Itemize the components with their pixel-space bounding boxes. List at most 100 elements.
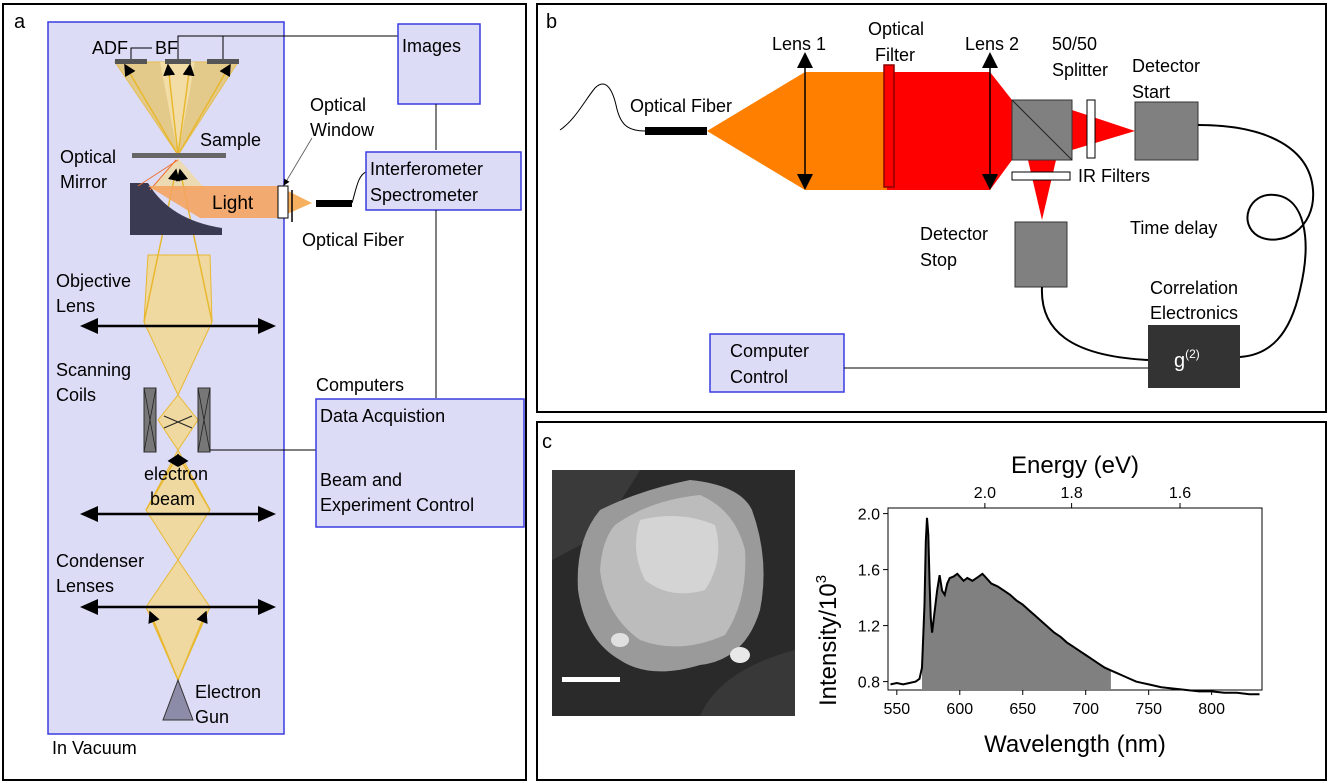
spectrometer-box <box>365 151 522 211</box>
red-beam-stop <box>1028 160 1056 220</box>
x-axis-label: Wavelength (nm) <box>984 731 1166 758</box>
stem-image <box>552 470 795 716</box>
computers-box-line-1: Data Acquistion <box>320 406 445 426</box>
red-beam-start <box>1072 110 1135 150</box>
adf-detector-right <box>207 59 239 64</box>
x-tick-label: 550 <box>883 701 910 718</box>
detector-stop-label-1: Detector <box>920 224 988 244</box>
scanning-coils-label-1: Scanning <box>56 360 131 380</box>
y-tick-label: 2.0 <box>858 507 880 524</box>
lens-2-label: Lens 2 <box>965 34 1019 54</box>
in-vacuum-label: In Vacuum <box>52 738 137 758</box>
light-label: Light <box>212 193 254 214</box>
optical-fiber-a <box>316 200 352 207</box>
optical-window <box>277 185 289 219</box>
stop-cable <box>1040 286 1149 361</box>
detector-stop <box>1014 221 1068 288</box>
electron-beam-label-1: electron <box>144 464 208 484</box>
x-tick-label: 750 <box>1135 701 1162 718</box>
y-tick-label: 0.8 <box>858 675 880 692</box>
adf-label: ADF <box>92 38 128 58</box>
optical-fiber-b-label: Optical Fiber <box>630 96 732 116</box>
ir-filter-start <box>1086 99 1096 159</box>
detector-start-label-2: Start <box>1132 82 1170 102</box>
objective-lens-label-2: Lens <box>56 296 95 316</box>
panel-c-frame <box>536 421 1327 781</box>
optical-filter <box>883 64 895 188</box>
correlation-label-2: Electronics <box>1150 303 1238 323</box>
computers-label: Computers <box>316 375 404 395</box>
panel-c-letter: c <box>542 431 552 453</box>
detector-start-label-1: Detector <box>1132 56 1200 76</box>
detector-start <box>1134 101 1199 161</box>
images-box <box>397 23 481 105</box>
panel-b-letter: b <box>546 11 557 33</box>
optical-filter-label-1: Optical <box>868 19 924 39</box>
panel-b: b Optical Fiber Lens 1 Optical Filter Le… <box>536 3 1327 413</box>
optical-mirror-label-1: Optical <box>60 147 116 167</box>
x-tick-label: 650 <box>1009 701 1036 718</box>
condenser-lenses-label-1: Condenser <box>56 551 144 571</box>
correlation-electronics <box>1148 325 1240 388</box>
adf-detector-left <box>115 59 147 64</box>
sample-plate <box>132 153 226 158</box>
correlation-label-1: Correlation <box>1150 278 1238 298</box>
ir-filter-stop <box>1011 171 1071 181</box>
optical-mirror-label-2: Mirror <box>60 172 107 192</box>
optical-window-label-1: Optical <box>310 95 366 115</box>
panel-a: a ADF BF Images Sample <box>2 3 527 781</box>
electron-gun <box>162 678 194 721</box>
time-delay-label: Time delay <box>1130 218 1217 238</box>
orange-collimated-beam <box>805 72 887 190</box>
spectrometer-label-2: Spectrometer <box>370 185 478 205</box>
images-label: Images <box>402 36 461 56</box>
computer-control-box <box>709 333 845 393</box>
computers-box <box>315 398 525 528</box>
condenser-lenses-label-2: Lenses <box>56 576 114 596</box>
computer-control-label-2: Control <box>730 367 788 387</box>
spectrum-line <box>890 517 1260 696</box>
computers-box-line-3: Experiment Control <box>320 495 474 515</box>
lens-1-label: Lens 1 <box>772 34 826 54</box>
splitter-label-1: 50/50 <box>1052 34 1097 54</box>
time-delay-cable <box>1197 124 1315 358</box>
bf-label: BF <box>155 38 178 58</box>
sample-label: Sample <box>200 130 261 150</box>
bright-field-cone <box>160 62 195 155</box>
optical-window-label-2: Window <box>310 120 375 140</box>
x-tick-label: 800 <box>1198 701 1225 718</box>
orange-diverging-beam <box>707 72 805 190</box>
optical-filter-label-2: Filter <box>875 45 915 65</box>
top-axis-label: Energy (eV) <box>1011 452 1139 479</box>
shaded-area <box>922 517 1111 690</box>
optical-fiber-a-label: Optical Fiber <box>302 230 404 250</box>
top-tick-label: 1.8 <box>1060 485 1082 502</box>
computers-box-line-2: Beam and <box>320 470 402 490</box>
top-tick-label: 2.0 <box>974 485 996 502</box>
g2-label: g(2) <box>1174 347 1200 372</box>
objective-lens-label-1: Objective <box>56 271 131 291</box>
computer-control-label-1: Computer <box>730 341 809 361</box>
splitter-label-2: Splitter <box>1052 60 1108 80</box>
optical-mirror <box>130 183 222 235</box>
y-axis-label: Intensity/103 <box>813 575 842 706</box>
panel-b-frame <box>536 3 1327 413</box>
ir-filters-label: IR Filters <box>1078 166 1150 186</box>
detector-stop-label-2: Stop <box>920 250 957 270</box>
y-tick-label: 1.2 <box>858 619 880 636</box>
x-tick-label: 600 <box>946 701 973 718</box>
panel-a-frame <box>2 3 527 781</box>
electron-gun-label-1: Electron <box>195 682 261 702</box>
bf-detector <box>165 59 191 64</box>
detector-wire <box>177 35 398 59</box>
scanning-coils-label-2: Coils <box>56 385 96 405</box>
red-collimated-beam <box>887 72 990 190</box>
y-tick-label: 1.6 <box>858 563 880 580</box>
panel-a-letter: a <box>14 11 26 33</box>
input-fiber <box>645 127 707 135</box>
scale-bar <box>562 677 620 682</box>
spectrometer-label-1: Interferometer <box>370 159 483 179</box>
